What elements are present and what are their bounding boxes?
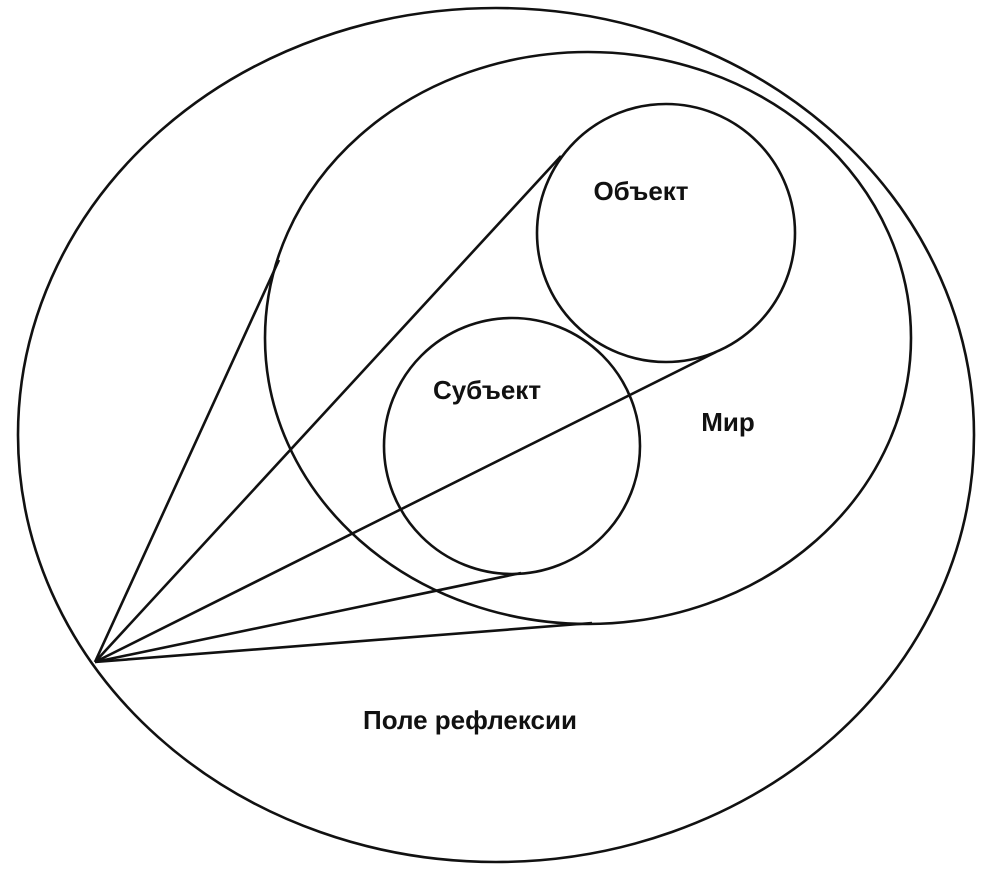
object-label: Объект: [593, 176, 688, 206]
ray-subject-bottom: [94, 571, 522, 664]
ray-world-top: [93, 259, 281, 663]
world-ellipse: [263, 50, 913, 626]
subject-label: Субъект: [433, 375, 541, 405]
world-label: Мир: [701, 407, 755, 437]
ray-world-bottom: [94, 621, 593, 664]
ray-object-bottom: [94, 350, 717, 664]
ray-object-top: [94, 155, 562, 663]
reflection-field-label: Поле рефлексии: [363, 705, 577, 735]
object-circle: [535, 102, 797, 364]
reflection-field-ellipse: [16, 6, 976, 864]
subject-circle: [382, 316, 642, 576]
